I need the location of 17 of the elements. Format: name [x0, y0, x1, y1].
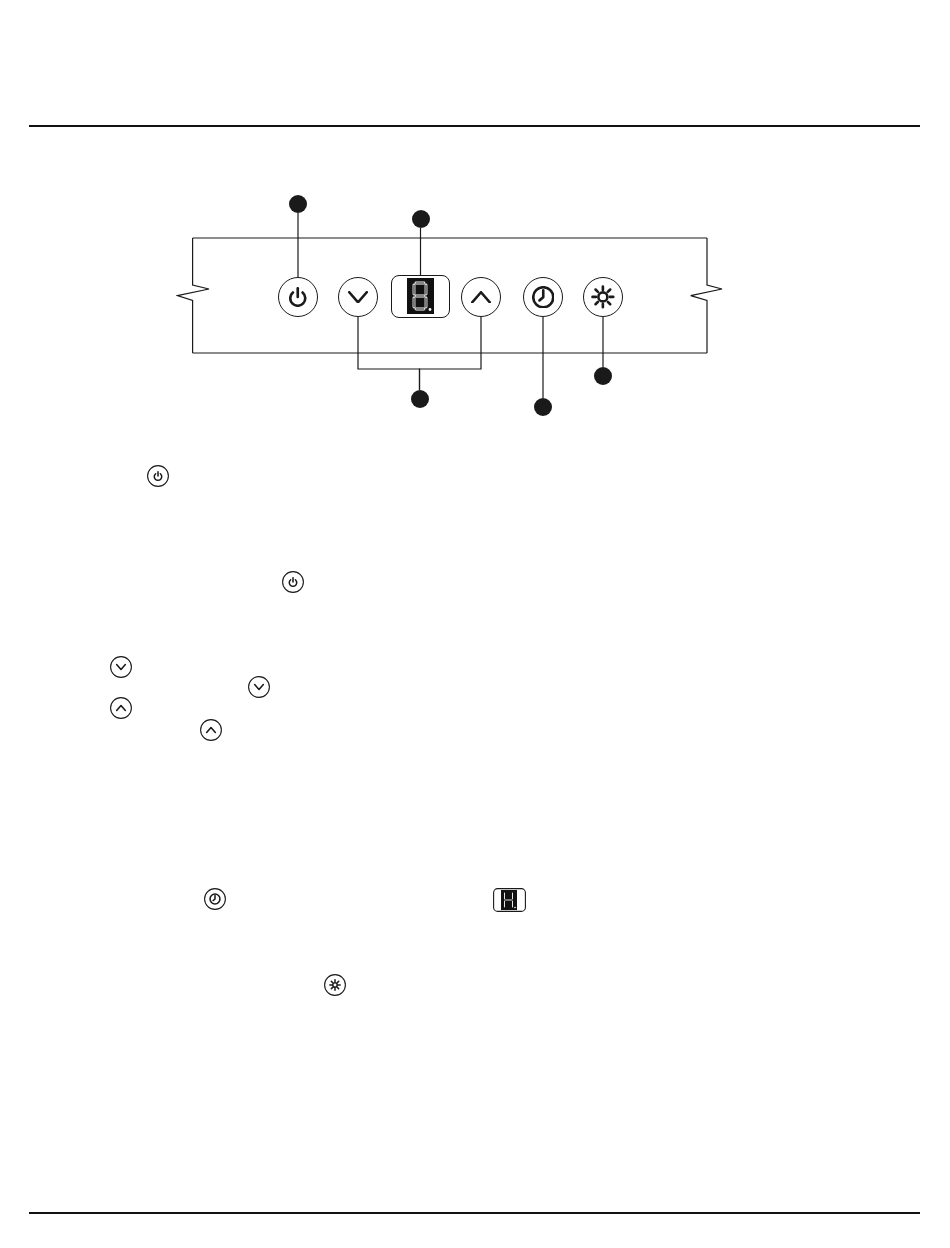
digit-display — [391, 275, 450, 318]
callout-dot-icon — [411, 210, 430, 228]
callout-dot-icon — [594, 367, 612, 385]
down-arrow-button — [338, 277, 378, 317]
leader-line — [542, 316, 544, 399]
power-button — [278, 277, 318, 317]
callout-dot-icon — [534, 398, 552, 416]
up-arrow-button — [461, 277, 501, 317]
control-panel — [176, 237, 724, 355]
leader-line — [419, 227, 422, 276]
callout-dot-icon — [289, 195, 307, 213]
leader-line — [297, 212, 299, 278]
sun-button — [583, 277, 623, 317]
leader-line — [602, 316, 604, 368]
callout-dot-icon — [410, 390, 429, 408]
leader-line — [418, 316, 482, 391]
clock-button — [523, 277, 563, 317]
